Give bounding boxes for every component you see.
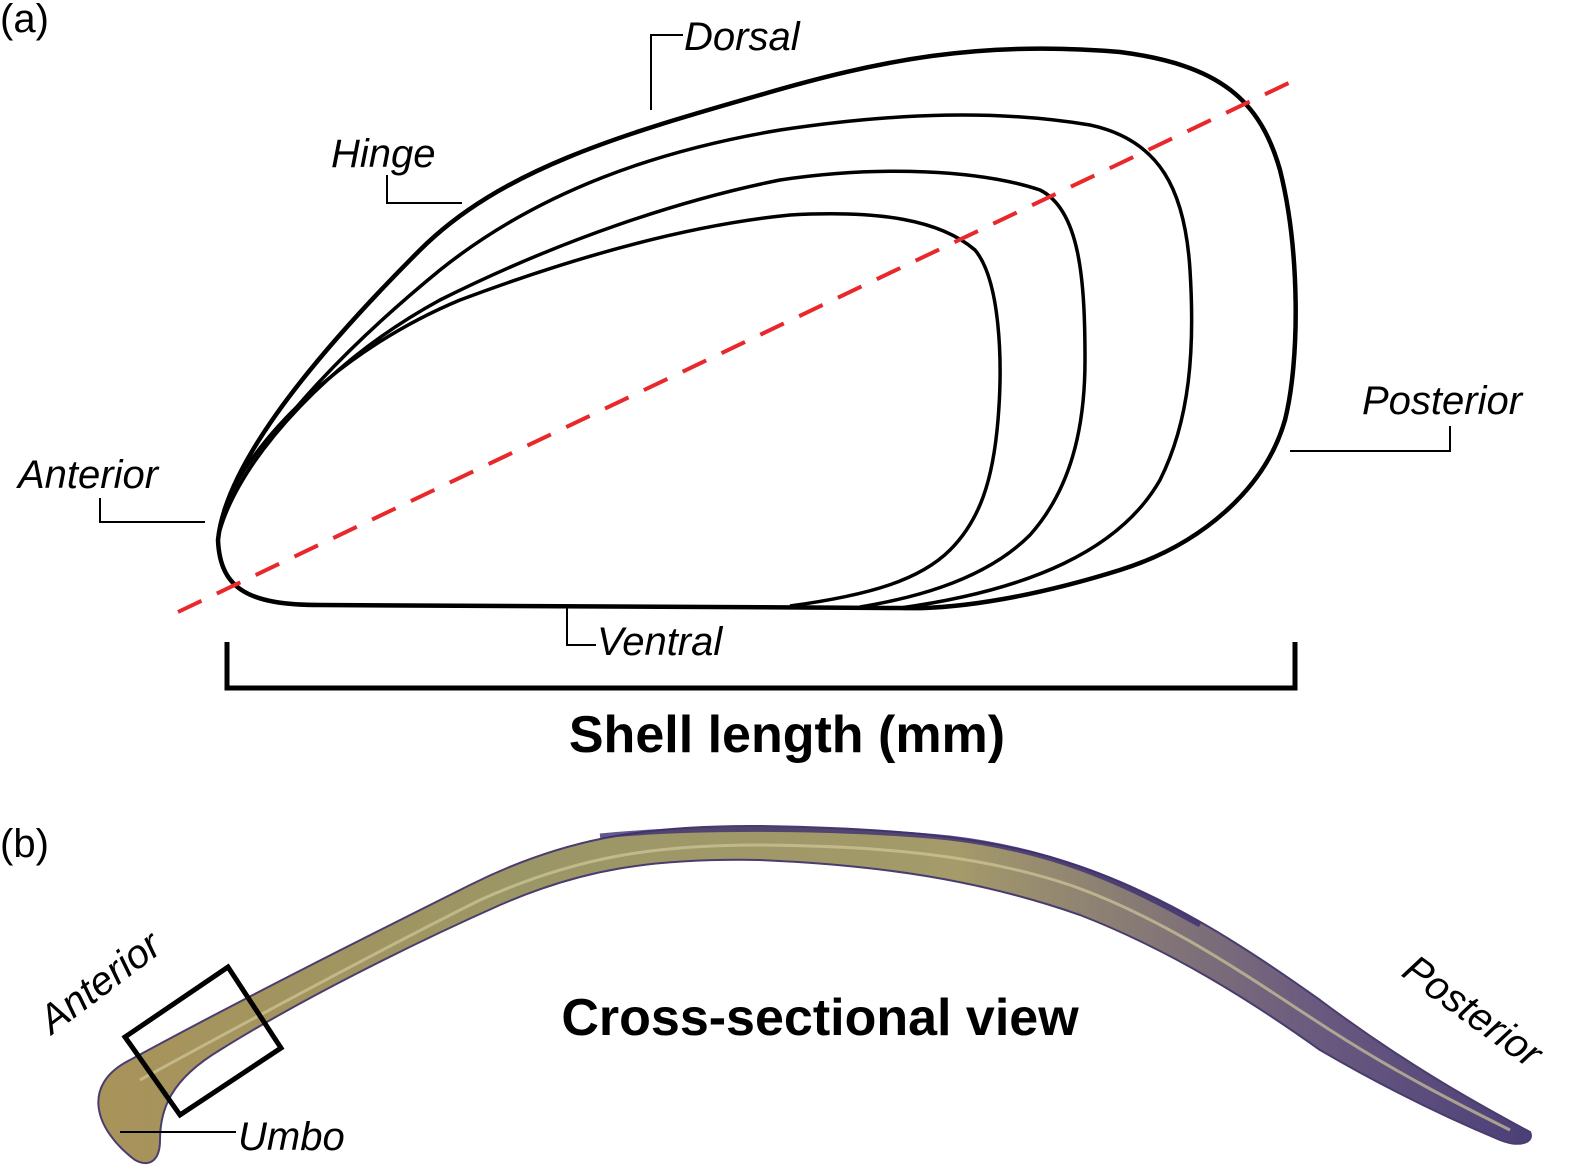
shell-growth-outlines (215, 46, 1298, 611)
anterior-label: Anterior (16, 453, 160, 497)
posterior-leader (1290, 426, 1451, 452)
shell-outline-ring-3 (220, 169, 1087, 609)
shell-length-label: Shell length (mm) (569, 706, 1005, 764)
shell-length-bracket (224, 642, 1298, 691)
umbo-region-box (121, 963, 285, 1119)
dorsal-leader (650, 34, 683, 110)
ventral-label: Ventral (597, 620, 723, 664)
panel-a-label: (a) (0, 0, 49, 41)
ventral-leader (566, 608, 596, 646)
dorsal-label: Dorsal (684, 15, 801, 59)
shell-outline-ring-4 (222, 212, 1002, 608)
hinge-leader (386, 175, 462, 204)
posterior-label: Posterior (1362, 379, 1524, 423)
shell-axis-dashed-line (177, 78, 1296, 614)
cross-section-title: Cross-sectional view (561, 989, 1079, 1047)
cross-section-anterior-label: Anterior (29, 922, 170, 1044)
panel-b-label: (b) (0, 822, 49, 866)
shell-outline-ring-2 (218, 113, 1194, 610)
growth-band (139, 843, 1511, 1132)
cross-section-posterior-label: Posterior (1395, 947, 1552, 1078)
periostracum-edge (599, 826, 1202, 928)
shell-outline-outer (215, 46, 1298, 611)
cross-section-photo (97, 824, 1532, 1165)
hinge-label: Hinge (331, 132, 436, 176)
anterior-leader (99, 498, 205, 523)
umbo-label: Umbo (238, 1115, 345, 1159)
